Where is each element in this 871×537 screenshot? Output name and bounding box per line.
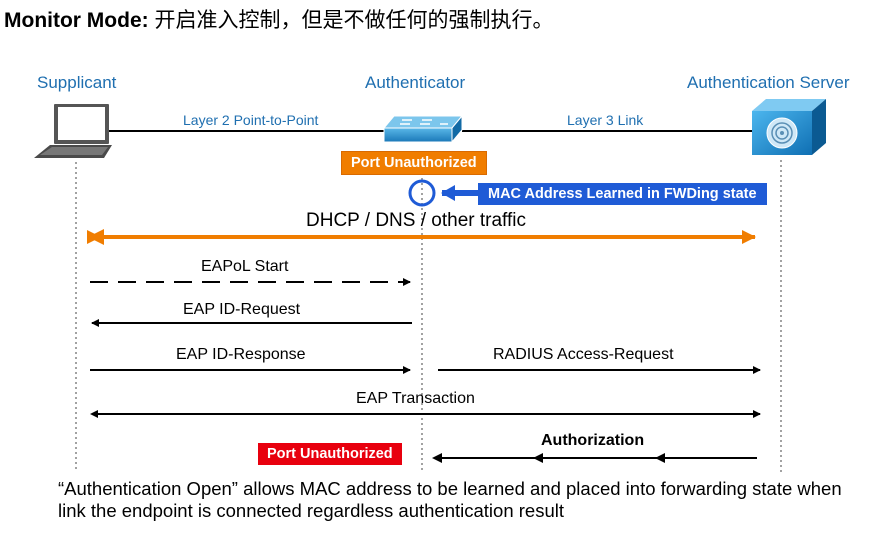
page-title: Monitor Mode: 开启准入控制，但是不做任何的强制执行。: [4, 4, 553, 34]
port-unauthorized-badge-top: Port Unauthorized: [341, 151, 487, 175]
mac-learned-badge: MAC Address Learned in FWDing state: [478, 183, 767, 205]
mac-learned-marker: [408, 179, 436, 207]
eapol-start-label: EAPoL Start: [201, 258, 289, 275]
radius-request-label: RADIUS Access-Request: [493, 346, 674, 363]
authorization-label: Authorization: [541, 432, 645, 449]
switch-icon: [382, 114, 464, 144]
l3-link-label: Layer 3 Link: [567, 112, 644, 128]
eap-transaction-label: EAP Transaction: [356, 390, 475, 407]
eap-id-response-label: EAP ID-Response: [176, 346, 306, 363]
authenticator-label: Authenticator: [365, 73, 466, 92]
authorization-arrow: [432, 453, 757, 463]
dhcp-arrow-left-head: [88, 229, 104, 245]
title-description: 开启准入控制，但是不做任何的强制执行。: [148, 9, 554, 32]
fingerprint-server-icon: [752, 99, 826, 155]
eap-transaction-left-head: [90, 410, 98, 418]
l2-link-label: Layer 2 Point-to-Point: [183, 112, 319, 128]
eap-id-request-label: EAP ID-Request: [183, 301, 301, 318]
laptop-icon: [34, 104, 112, 158]
title-mode: Monitor Mode:: [4, 9, 149, 32]
supplicant-label: Supplicant: [37, 73, 117, 92]
dhcp-label: DHCP / DNS / other traffic: [306, 210, 526, 231]
footer-note: “Authentication Open” allows MAC address…: [58, 478, 842, 521]
port-unauthorized-badge-bottom: Port Unauthorized: [258, 443, 402, 465]
server-label: Authentication Server: [687, 73, 850, 92]
